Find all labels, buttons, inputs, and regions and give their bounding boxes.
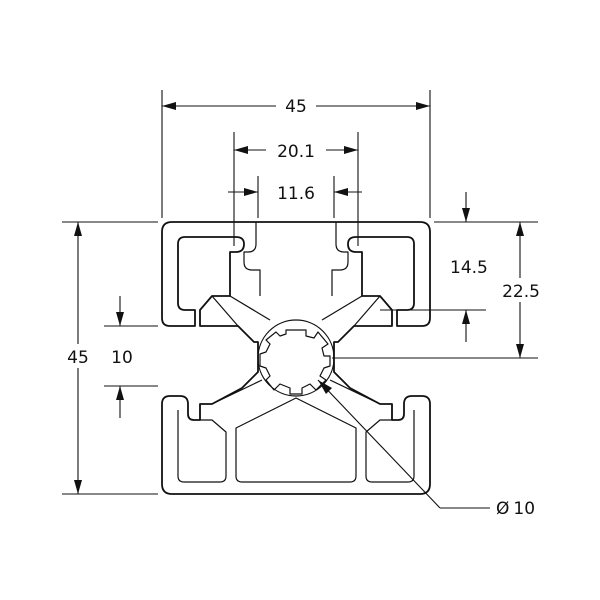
dim-slot-open-label: 11.6 [277,184,315,204]
web-lower-left [211,379,263,405]
top-slot-lip-left [243,222,261,296]
dim-height-left-label: 45 [67,348,89,368]
left-slot-lip [199,295,239,327]
lower-right-cavity [365,404,415,483]
arrow-slot-outer-right [344,146,358,154]
dim-gap-label: 10 [111,348,133,368]
lower-left-cavity [177,404,227,483]
arrow-half-bottom [516,344,524,358]
dim-depth-label: 14.5 [450,258,488,278]
splined-bore [259,329,331,395]
arrow-depth-bottom [462,310,470,324]
web-upper-right [321,295,363,321]
diameter-symbol: Ø [496,499,509,519]
arrow-gap-bottom [116,386,124,400]
label-bg-width [276,92,316,118]
arrow-slot-open-right [334,188,348,196]
arrow-half-top [516,222,524,236]
leader-bore [317,379,441,509]
web-lower-right [329,379,381,405]
dim-width-top-label: 45 [285,97,307,117]
arrow-width-left [162,102,176,110]
arrow-height-top [74,222,82,236]
right-slot-lip [353,295,393,327]
arrow-bore [318,380,332,394]
label-bg-height [62,344,94,368]
web-upper-left [229,295,271,321]
arrow-height-bottom [74,480,82,494]
dim-slot-outer-label: 20.1 [277,142,315,162]
top-slot-lip-right [331,222,349,296]
arrow-slot-open-left [244,188,258,196]
arrow-depth-top [462,208,470,222]
lower-center-cavity [235,397,357,483]
arrow-width-right [416,102,430,110]
arrow-gap-top [116,312,124,326]
arrow-slot-outer-left [234,146,248,154]
bore-value: 10 [513,499,535,519]
dim-half-height-label: 22.5 [502,282,540,302]
label-bg-half [498,278,544,302]
label-bg-slot-outer [266,138,326,162]
profile-outline [161,221,431,495]
